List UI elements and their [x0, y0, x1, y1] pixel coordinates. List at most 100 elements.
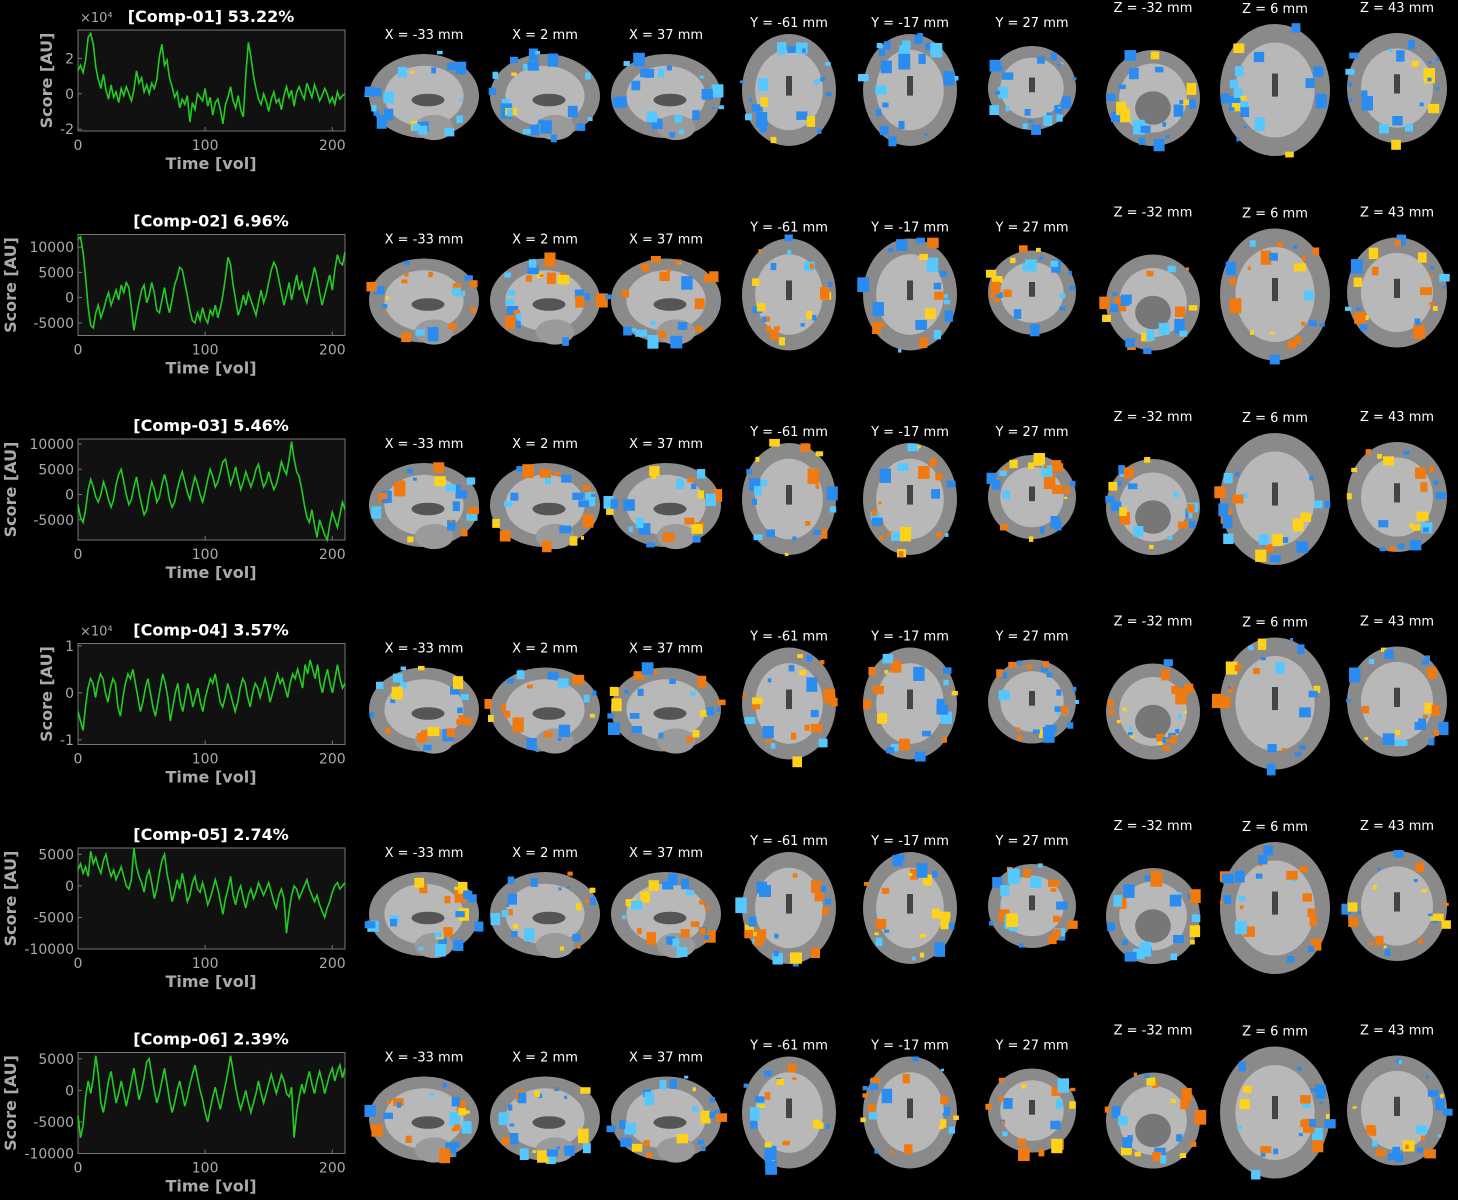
y-tick-label: -5000: [33, 910, 74, 926]
activation-blob: [1029, 536, 1034, 542]
activation-blob: [1129, 68, 1139, 80]
activation-blob: [758, 249, 762, 254]
activation-blob: [506, 305, 519, 321]
activation-blob: [624, 690, 629, 694]
activation-blob: [1107, 699, 1114, 707]
activation-blob: [912, 956, 916, 961]
activation-blob: [825, 62, 831, 66]
slice-panel: Z = 6 mm: [1214, 411, 1331, 565]
activation-blob: [1312, 247, 1320, 256]
x-tick-label: 100: [192, 343, 219, 359]
activation-blob: [1056, 114, 1063, 122]
activation-blob: [1303, 1118, 1315, 1133]
midline-ventricle: [1029, 77, 1035, 93]
ventricle: [653, 911, 687, 925]
slice-panel: Y = -17 mm: [857, 221, 957, 353]
cerebellum: [656, 114, 696, 141]
activation-blob: [1302, 255, 1307, 261]
activation-blob: [1056, 63, 1061, 66]
activation-blob: [364, 921, 376, 929]
activation-blob: [434, 476, 446, 487]
activation-blob: [985, 1103, 992, 1110]
slice-panel: Z = 43 mm: [1347, 1024, 1453, 1166]
slice-label: Y = -17 mm: [870, 1039, 949, 1054]
activation-blob: [1346, 493, 1352, 500]
activation-blob: [1028, 462, 1035, 469]
activation-blob: [1058, 936, 1066, 941]
activation-blob: [1381, 647, 1387, 652]
activation-blob: [511, 931, 518, 937]
activation-blob: [1072, 77, 1077, 80]
ventricle: [653, 1116, 687, 1129]
activation-blob: [934, 291, 944, 300]
midline-ventricle: [1272, 73, 1278, 97]
activation-blob: [915, 319, 927, 330]
activation-blob: [933, 330, 941, 340]
activation-blob: [383, 108, 394, 121]
activation-blob: [628, 526, 633, 532]
midline-ventricle: [1272, 482, 1278, 506]
activation-blob: [583, 694, 590, 703]
activation-blob: [1042, 726, 1055, 743]
activation-blob: [1378, 124, 1389, 134]
activation-blob: [764, 1141, 772, 1148]
activation-blob: [772, 952, 783, 965]
activation-blob: [442, 1082, 447, 1088]
activation-blob: [567, 871, 573, 876]
activation-blob: [1402, 740, 1408, 746]
activation-blob: [637, 927, 642, 935]
activation-blob: [647, 335, 659, 349]
activation-blob: [1002, 490, 1011, 499]
activation-blob: [447, 519, 456, 531]
activation-blob: [431, 67, 437, 74]
activation-blob: [416, 733, 428, 743]
activation-blob: [623, 499, 635, 511]
activation-blob: [468, 894, 477, 903]
midline-ventricle: [1394, 278, 1400, 298]
activation-blob: [1260, 657, 1266, 661]
activation-blob: [943, 71, 955, 86]
activation-blob: [1175, 729, 1180, 734]
activation-blob: [1036, 247, 1041, 252]
slice-panel: X = 2 mm: [490, 437, 600, 553]
activation-blob: [676, 947, 688, 957]
activation-blob: [1037, 56, 1045, 64]
activation-blob: [986, 472, 997, 484]
activation-blob: [1116, 101, 1127, 116]
slice-label: X = 2 mm: [512, 846, 578, 861]
y-tick-label: 5000: [38, 847, 74, 863]
activation-blob: [535, 50, 541, 55]
activation-blob: [670, 335, 683, 349]
activation-blob: [512, 717, 524, 733]
activation-blob: [1139, 941, 1152, 957]
activation-blob: [806, 655, 812, 662]
activation-blob: [692, 730, 700, 738]
midline-ventricle: [786, 76, 792, 96]
activation-blob: [951, 691, 958, 696]
y-tick-label: 10000: [29, 240, 74, 256]
activation-blob: [1031, 124, 1041, 135]
activation-blob: [461, 529, 468, 537]
activation-blob: [1348, 82, 1353, 87]
activation-blob: [716, 1113, 728, 1122]
ventricle: [653, 502, 687, 516]
slice-label: Z = -32 mm: [1114, 1024, 1193, 1039]
activation-blob: [704, 935, 710, 941]
slice-panel: Z = 6 mm: [1220, 207, 1330, 365]
activation-blob: [1046, 672, 1052, 678]
activation-blob: [620, 1137, 632, 1147]
activation-blob: [1293, 245, 1298, 249]
activation-blob: [1177, 714, 1182, 719]
activation-blob: [691, 483, 697, 490]
activation-blob: [1233, 299, 1238, 302]
activation-blob: [519, 1148, 529, 1160]
activation-blob: [890, 743, 899, 752]
activation-blob: [810, 723, 823, 733]
activation-blob: [743, 1083, 749, 1088]
brainstem: [1135, 91, 1171, 125]
activation-blob: [782, 1140, 790, 1146]
activation-blob: [1048, 879, 1060, 887]
activation-blob: [539, 469, 552, 478]
activation-blob: [1247, 266, 1251, 270]
activation-blob: [925, 308, 936, 319]
